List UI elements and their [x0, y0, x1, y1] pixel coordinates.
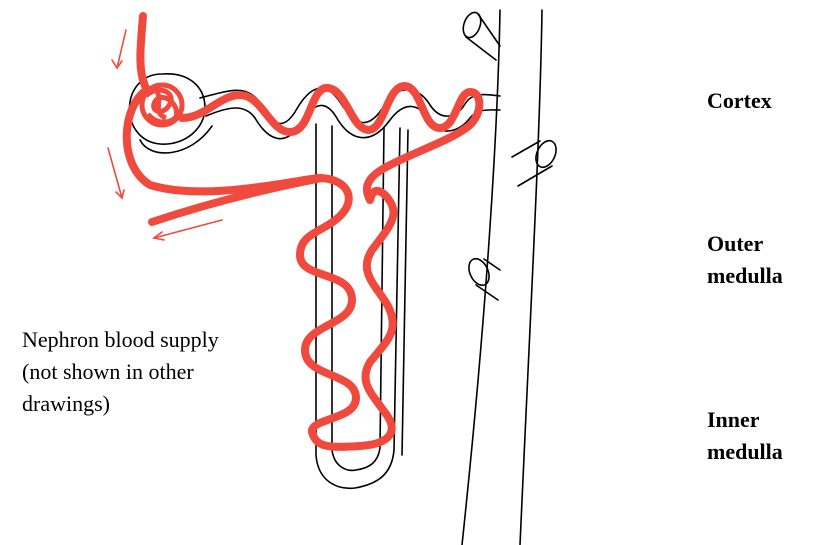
zone-label-outer-medulla-line1: Outer — [707, 231, 763, 256]
arrow-left-bottom-icon — [154, 220, 222, 240]
venule — [152, 178, 322, 222]
arrow-down-top-icon — [112, 30, 126, 68]
caption-line3: drawings) — [22, 391, 110, 416]
caption-line2: (not shown in other — [22, 359, 194, 384]
arrow-down-left-icon — [108, 148, 124, 198]
afferent-arteriole — [140, 16, 146, 88]
zone-label-outer-medulla-line2: medulla — [707, 263, 783, 288]
zone-label-inner-medulla-line2: medulla — [707, 439, 783, 464]
caption-line1: Nephron blood supply — [22, 327, 219, 352]
zone-label-cortex: Cortex — [707, 88, 772, 113]
glomerulus — [142, 85, 182, 125]
vasa-recta — [300, 178, 393, 447]
zone-label-inner-medulla-line1: Inner — [707, 407, 760, 432]
